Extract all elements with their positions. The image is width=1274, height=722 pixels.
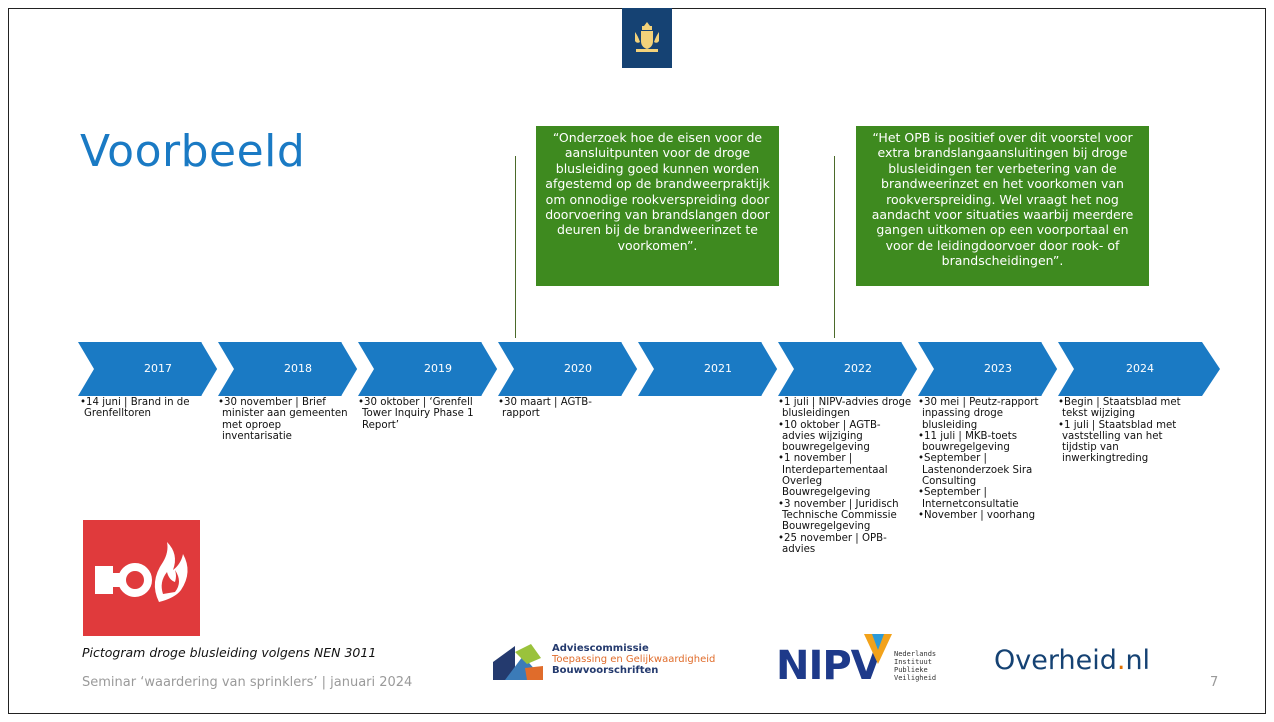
chevron-2020 [498,342,638,396]
event-item: •3 november | Juridisch Technische Commi… [778,498,899,533]
events-2018: •30 november | Brief minister aan gemeen… [218,397,353,442]
overheid-name: Overheid [994,645,1117,676]
event-item: •30 mei | Peutz-rapport inpassing droge … [918,397,1039,431]
events-2017: •14 juni | Brand in de Grenfelltoren [80,397,210,420]
overheid-dot: . [1116,645,1126,676]
event-item: •September | Internetconsultatie [918,487,1019,510]
event-item: •30 november | Brief minister aan gemeen… [218,397,348,442]
event-item: •11 juli | MKB-toets bouwregelgeving [918,430,1017,454]
event-item: •September | Lastenonderzoek Sira Consul… [918,453,1033,488]
coat-of-arms-icon [635,22,659,52]
quote-box-1: “Onderzoek hoe de eisen voor de aansluit… [536,126,779,286]
chevron-2018 [218,342,358,396]
ac-subtitle-2: Bouwvoorschriften [552,665,659,676]
events-2024: •Begin | Staatsblad met tekst wijziging … [1058,397,1193,465]
chevron-2017 [78,342,218,396]
event-item: •1 november | Interdepartementaal Overle… [778,453,888,499]
year-label-2023: 2023 [984,362,1012,375]
ac-name: Adviescommissie [552,643,649,654]
year-label-2021: 2021 [704,362,732,375]
event-item: •Begin | Staatsblad met tekst wijziging [1058,397,1181,420]
year-label-2019: 2019 [424,362,452,375]
adviescommissie-logo: Adviescommissie Toepassing en Gelijkwaar… [552,643,715,676]
nipv-line-4: Veiligheid [894,674,937,682]
chevron-2021 [638,342,778,396]
year-label-2017: 2017 [144,362,172,375]
event-item: •November | voorhang [918,509,1036,521]
year-label-2020: 2020 [564,362,592,375]
pictogram-caption: Pictogram droge blusleiding volgens NEN … [82,645,377,660]
event-item: •1 juli | Staatsblad met vaststelling va… [1058,419,1177,465]
events-2023: •30 mei | Peutz-rapport inpassing droge … [918,397,1053,521]
chevron-2024 [1058,342,1220,396]
timeline: 2017 2018 2019 2020 2021 2022 2023 2024 [78,341,1222,400]
nipv-v-accent-icon [864,634,892,664]
overheid-nl-logo: Overheid.nl [994,645,1150,676]
chevron-2019 [358,342,498,396]
events-2019: •30 oktober | ‘Grenfell Tower Inquiry Ph… [358,397,493,431]
slide-title: Voorbeeld [80,126,306,177]
event-item: •14 juni | Brand in de Grenfelltoren [80,397,190,420]
slide-footer: Seminar ‘waardering van sprinklers’ | ja… [82,675,413,690]
nipv-line-1: Nederlands [894,650,937,658]
chevron-2022 [778,342,918,396]
ac-subtitle: Toepassing en Gelijkwaardigheid [552,654,716,665]
rijksoverheid-crest-logo [622,8,672,68]
year-label-2024: 2024 [1126,362,1154,375]
year-label-2022: 2022 [844,362,872,375]
event-item: •30 maart | AGTB-rapport [498,397,592,420]
nipv-logo: NIPV [776,643,882,689]
nipv-subtitle: Nederlands Instituut Publieke Veiligheid [894,650,936,682]
event-item: •25 november | OPB-advies [778,532,887,555]
nipv-line-3: Publieke [894,666,928,674]
event-item: •1 juli | NIPV-advies droge blusleidinge… [778,397,912,420]
overheid-tld: nl [1125,645,1151,676]
timeline-chevrons [78,341,1220,397]
events-2020: •30 maart | AGTB-rapport [498,397,628,420]
adviescommissie-logo-icon [493,644,543,680]
year-label-2018: 2018 [284,362,312,375]
page-number: 7 [1210,675,1219,690]
connector-line-2020 [515,156,516,338]
nipv-line-2: Instituut [894,658,932,666]
connector-line-2022 [834,156,835,338]
event-item: •10 oktober | AGTB-advies wijziging bouw… [778,419,881,454]
quote-box-2: “Het OPB is positief over dit voorstel v… [856,126,1149,286]
events-2022: •1 juli | NIPV-advies droge blusleidinge… [778,397,913,555]
dry-riser-icon [95,542,188,602]
chevron-2023 [918,342,1058,396]
event-item: •30 oktober | ‘Grenfell Tower Inquiry Ph… [358,397,474,431]
dry-riser-pictogram [83,520,200,636]
